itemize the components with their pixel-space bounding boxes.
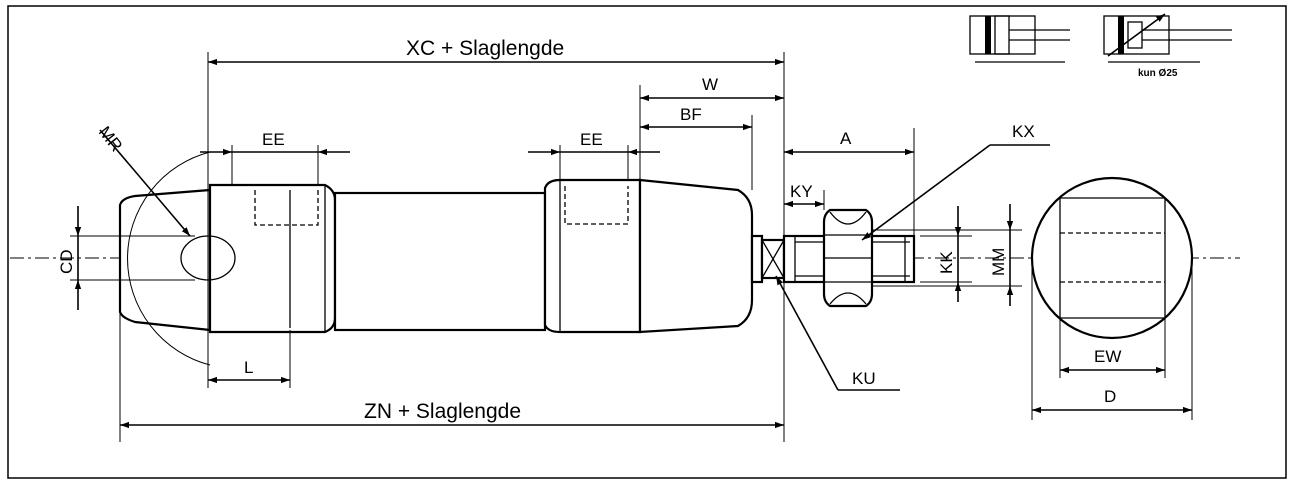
end-view bbox=[1030, 176, 1194, 340]
cylinder-body bbox=[118, 178, 916, 334]
l-label: L bbox=[244, 358, 253, 377]
mr-radius-arc bbox=[127, 151, 211, 366]
mr-label: MR bbox=[95, 123, 126, 156]
mm-label: MM bbox=[989, 248, 1008, 276]
cylinder-symbol-cushioned: kun Ø25 bbox=[1103, 13, 1232, 79]
dimension-labels: XC + Slaglengde ZN + Slaglengde W BF EE … bbox=[57, 37, 1121, 423]
w-label: W bbox=[702, 75, 718, 94]
ee-left-label: EE bbox=[262, 130, 285, 149]
ee-right-label: EE bbox=[580, 130, 603, 149]
ku-label: KU bbox=[852, 369, 876, 388]
d-label: D bbox=[1104, 387, 1116, 406]
drawing-frame bbox=[7, 5, 1287, 479]
zn-label: ZN + Slaglengde bbox=[364, 400, 521, 423]
bf-label: BF bbox=[680, 105, 702, 124]
kx-label: KX bbox=[1012, 122, 1035, 141]
extension-lines bbox=[70, 52, 1193, 442]
ky-label: KY bbox=[790, 182, 813, 201]
xc-label: XC + Slaglengde bbox=[406, 37, 564, 60]
kk-label: KK bbox=[937, 251, 956, 274]
symbol-note: kun Ø25 bbox=[1138, 68, 1178, 79]
a-label: A bbox=[840, 129, 852, 148]
cylinder-symbol-single bbox=[969, 15, 1070, 63]
cd-label: CD bbox=[57, 249, 76, 274]
ew-label: EW bbox=[1094, 347, 1121, 366]
dimension-lines bbox=[74, 58, 1192, 429]
